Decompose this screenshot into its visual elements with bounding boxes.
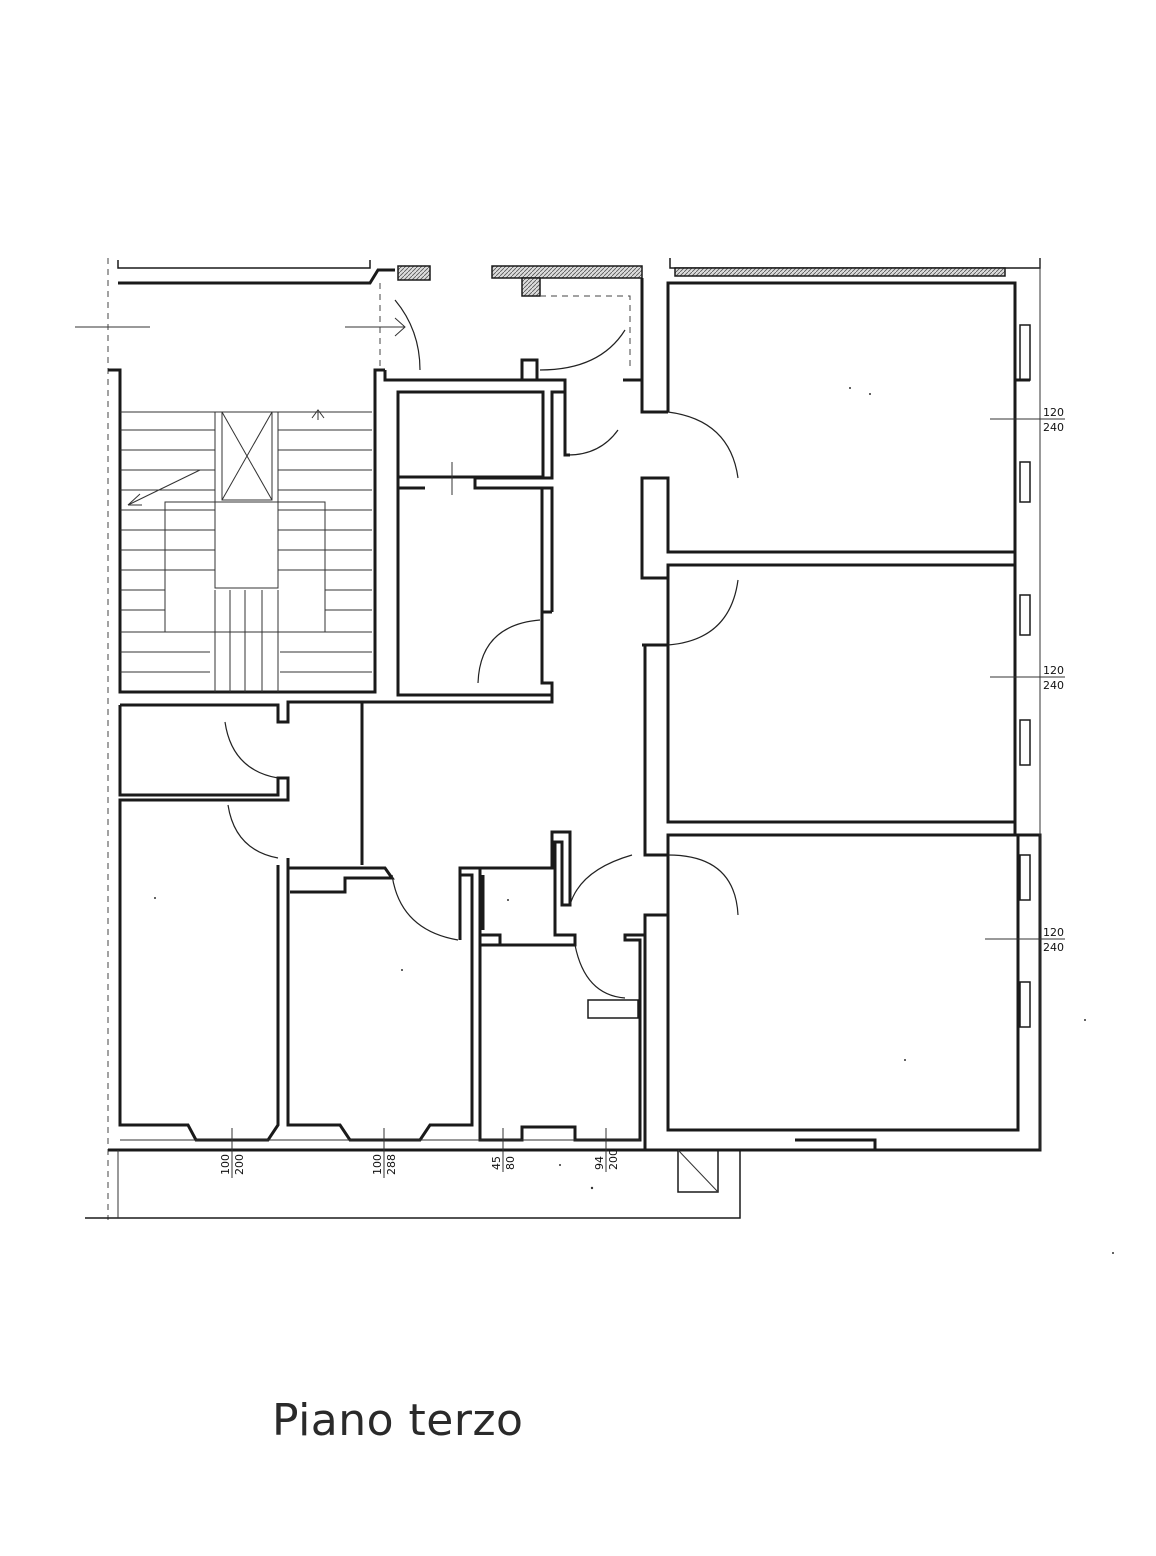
right-rooms xyxy=(643,258,1042,1152)
dim-right-2-bottom: 240 xyxy=(1043,679,1064,692)
bottom-facade xyxy=(85,1139,741,1219)
dim-bottom-4-top: 94 xyxy=(593,1156,606,1170)
elevator-shaft xyxy=(221,411,273,501)
corridor xyxy=(120,378,1017,865)
dim-right-1-top: 120 xyxy=(1043,406,1064,419)
dim-bottom-4-bottom: 200 xyxy=(607,1149,620,1170)
dim-right-1-bottom: 240 xyxy=(1043,421,1064,434)
dimension-bottom-2: 100 288 xyxy=(371,1128,398,1178)
plan-title: Piano terzo xyxy=(272,1395,524,1446)
dimension-bottom-1: 100 200 xyxy=(219,1128,246,1178)
dim-bottom-3-bottom: 80 xyxy=(504,1156,517,1170)
bathroom xyxy=(478,830,645,1142)
dim-bottom-3-top: 45 xyxy=(490,1156,503,1170)
closets xyxy=(383,358,619,697)
stair-core xyxy=(108,368,385,694)
dimension-bottom-3: 45 80 xyxy=(490,1128,517,1172)
dim-bottom-2-bottom: 288 xyxy=(385,1154,398,1175)
window-marks-right xyxy=(1019,258,1041,1150)
dim-right-3-bottom: 240 xyxy=(1043,941,1064,954)
dimension-right-3: 120 240 xyxy=(985,926,1065,954)
dim-bottom-2-top: 100 xyxy=(371,1154,384,1175)
dim-right-2-top: 120 xyxy=(1043,664,1064,677)
dim-bottom-1-bottom: 200 xyxy=(233,1154,246,1175)
stair-treads xyxy=(120,411,372,692)
dimension-bottom-4: 94 200 xyxy=(593,1128,620,1172)
dimension-right-2: 120 240 xyxy=(990,664,1065,692)
dim-bottom-1-top: 100 xyxy=(219,1154,232,1175)
entrance-markers xyxy=(75,258,631,1220)
left-rooms xyxy=(118,705,480,1142)
dim-right-3-top: 120 xyxy=(1043,926,1064,939)
dimension-right-1: 120 240 xyxy=(990,406,1065,434)
scan-specks xyxy=(154,387,1114,1254)
top-facade xyxy=(117,258,1041,382)
